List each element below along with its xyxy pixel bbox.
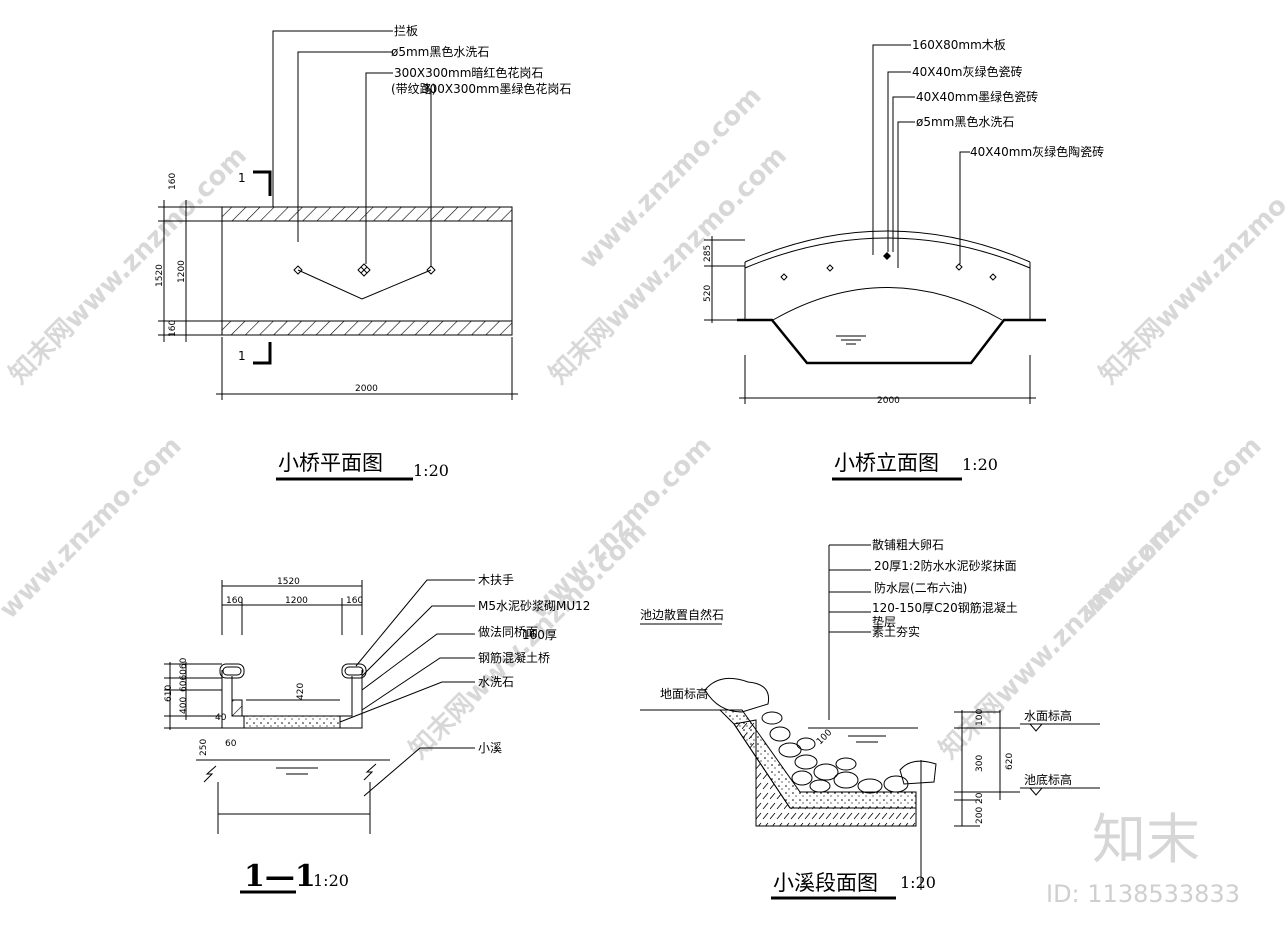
dimension-label: 610	[164, 685, 174, 702]
watermark-text: www.znzmo.com	[0, 431, 188, 625]
dimension-label: 1520	[277, 577, 300, 587]
dimension-label: 1520	[155, 264, 165, 287]
dimension-label: 400	[179, 697, 189, 714]
stream-section-view: 散铺粗大卵石 20厚1:2防水水泥砂浆抹面 防水层(二布六油) 120-150厚…	[640, 537, 1100, 900]
dimension-label: 300	[975, 755, 985, 772]
elevation-callout: 160X80mm木板	[912, 38, 1006, 52]
dimension-label: 1200	[285, 596, 308, 606]
plan-callout: (带纹路)	[391, 81, 436, 96]
dimension-label: 520	[703, 285, 713, 302]
section-callout: 做法同桥面	[478, 624, 538, 639]
dimension-label: 160	[168, 173, 178, 190]
stream-callout: 防水层(二布六油)	[874, 580, 967, 595]
dimension-label: 250	[199, 739, 209, 756]
watermark-text: 知末网www.znzmo.com	[4, 141, 253, 390]
plan-callout: 300X300mm暗红色花岗石	[394, 65, 543, 80]
section-callout: 水洗石	[478, 675, 514, 689]
section-marker-label: 1	[238, 349, 246, 363]
watermark-id: ID: 1138533833	[1046, 880, 1240, 908]
elevation-callout: 40X40m灰绿色瓷砖	[912, 64, 1022, 79]
plan-scale: 1:20	[413, 461, 449, 480]
stream-callout: 池边散置自然石	[640, 607, 724, 622]
stream-callout: 地面标高	[660, 686, 708, 701]
stream-scale: 1:20	[900, 873, 936, 892]
dimension-label: 2000	[877, 396, 900, 406]
plan-callout: 300X300mm墨绿色花岗石	[422, 81, 571, 96]
dimension-label: 606060	[179, 657, 189, 692]
section-callout: M5水泥砂浆砌MU12	[478, 598, 590, 613]
watermark-text: 知末网www.znzmo.com	[1094, 141, 1285, 390]
section-callout: 160厚	[522, 628, 557, 642]
dimension-label: 60	[225, 739, 237, 749]
bridge-plan-view: 1 1 拦板 ø5mm黑色水洗石 300X300mm暗红色花岗石 (带纹路) 3…	[155, 24, 571, 481]
dimension-label: 160	[226, 596, 243, 606]
stream-callout: 垫层	[872, 614, 896, 629]
bridge-section-1-1: 1520 160 1200 160 610 606060 400 420 40 …	[164, 572, 590, 894]
elevation-callout: 40X40mm墨绿色瓷砖	[916, 89, 1038, 104]
section-callout: 木扶手	[478, 572, 514, 587]
dimension-label: 620	[1005, 753, 1015, 770]
elevation-callout: ø5mm黑色水洗石	[916, 115, 1014, 129]
section-callout: 钢筋混凝土桥	[478, 650, 550, 665]
stream-title: 小溪段面图	[773, 871, 878, 895]
elevation-scale: 1:20	[962, 455, 998, 474]
dimension-label: 160	[168, 320, 178, 337]
dimension-label: 100	[975, 709, 985, 726]
elevation-title: 小桥立面图	[834, 451, 939, 475]
dimension-label: 420	[296, 683, 306, 700]
plan-callout: 拦板	[394, 24, 418, 38]
watermark-layer: 知末网www.znzmo.com 知末网www.znzmo.com 知末网www…	[0, 81, 1285, 765]
stream-callout: 池底标高	[1024, 772, 1072, 787]
dimension-label: 1200	[177, 260, 187, 283]
watermark-logo: 知末	[1092, 808, 1200, 871]
section-scale: 1:20	[313, 871, 349, 890]
plan-title: 小桥平面图	[278, 451, 383, 475]
plan-callout: ø5mm黑色水洗石	[391, 45, 489, 59]
dimension-label: 285	[703, 245, 713, 262]
dimension-label: 200	[975, 807, 985, 824]
stream-callout: 水面标高	[1024, 708, 1072, 723]
section-callout: 小溪	[478, 741, 502, 755]
dimension-label: 160	[346, 596, 363, 606]
elevation-callout: 40X40mm灰绿色陶瓷砖	[970, 144, 1104, 159]
stream-callout: 20厚1:2防水水泥砂浆抹面	[874, 558, 1017, 573]
bridge-elevation-view: 160X80mm木板 40X40m灰绿色瓷砖 40X40mm墨绿色瓷砖 ø5mm…	[703, 38, 1104, 481]
dimension-label: 2000	[355, 384, 378, 394]
stream-callout: 素土夯实	[872, 624, 920, 639]
section-title: 1—1	[244, 859, 316, 894]
dimension-label: 40	[215, 713, 227, 723]
section-marker-label: 1	[238, 171, 246, 185]
dimension-label: 20	[975, 792, 985, 804]
stream-callout: 散铺粗大卵石	[872, 537, 944, 552]
stream-callout: 120-150厚C20钢筋混凝土	[872, 600, 1018, 615]
dimension-label: 100	[815, 728, 834, 747]
